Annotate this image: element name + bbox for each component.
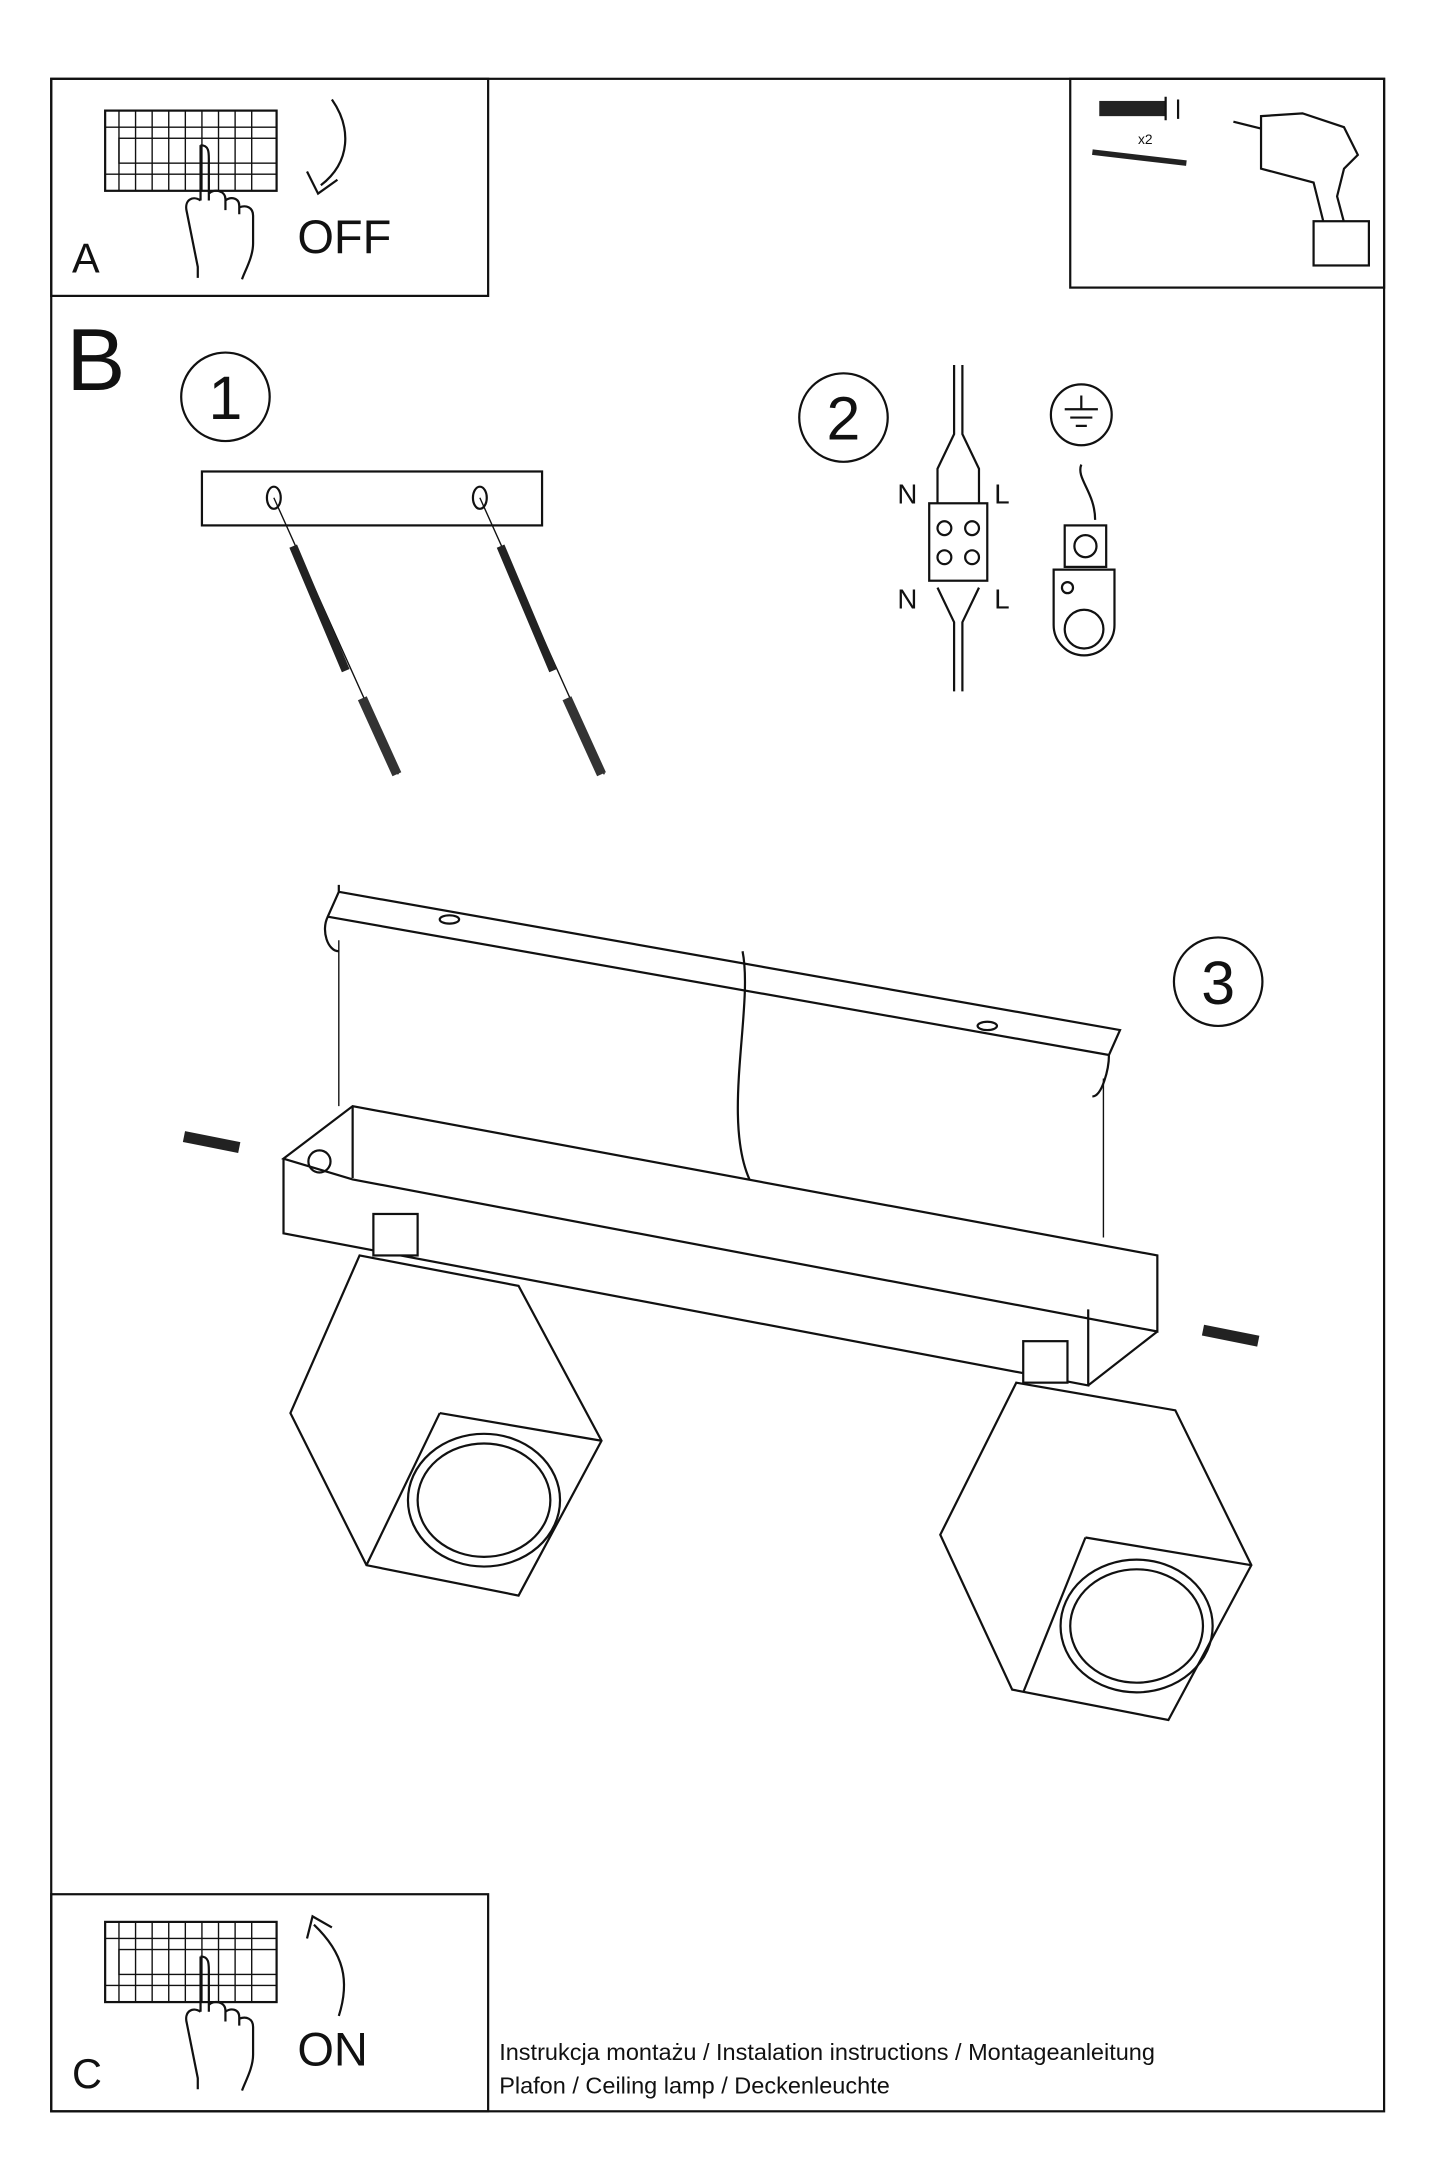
mounting-plate <box>200 470 544 527</box>
arrow-up-icon <box>305 1914 346 2017</box>
ground-terminal-icon <box>1052 524 1116 657</box>
side-screw-right <box>1201 1324 1260 1347</box>
quantity-label: x2 <box>1138 131 1153 147</box>
footer-title: Instrukcja montażu / Instalation instruc… <box>499 2039 1155 2065</box>
screw-icon <box>1092 149 1187 166</box>
panel-c-label: C <box>72 2050 102 2097</box>
step-2-number: 2 <box>827 385 861 453</box>
panel-c: C ON <box>50 1893 490 2113</box>
lamp-body <box>281 1104 1159 1387</box>
side-screw-left <box>182 1131 241 1154</box>
screw-and-plug-right <box>479 497 606 777</box>
screw-and-plug-left <box>273 497 402 777</box>
drill-icon <box>1233 112 1370 267</box>
neutral-label-top: N <box>897 478 917 509</box>
cable <box>736 951 751 1180</box>
spotlight-right <box>939 1381 1253 1722</box>
footer-subtitle: Plafon / Ceiling lamp / Deckenleuchte <box>499 2072 890 2098</box>
panel-a: A OFF <box>50 77 490 297</box>
spotlight-left <box>289 1254 603 1597</box>
step-3-number: 3 <box>1201 949 1235 1017</box>
off-label: OFF <box>297 210 391 263</box>
step-2-wiring: 2 N L N L <box>798 365 1116 692</box>
terminal-block <box>928 502 989 582</box>
panel-b-label: B <box>66 310 125 409</box>
live-label-bottom: L <box>994 583 1009 614</box>
ceiling-bracket <box>323 884 1122 1098</box>
arrow-down-icon <box>306 98 347 196</box>
panel-a-label: A <box>72 234 100 281</box>
neutral-label-bottom: N <box>897 583 917 614</box>
hand-icon <box>185 1955 255 2091</box>
outer-frame <box>50 77 1386 2113</box>
step-1-number: 1 <box>209 364 243 432</box>
tools-box: x2 <box>1069 77 1386 289</box>
live-label-top: L <box>994 478 1009 509</box>
step-3-assembly: 3 <box>182 884 1264 1722</box>
on-label: ON <box>297 2023 367 2076</box>
wall-plug-icon <box>1099 96 1180 121</box>
breaker-panel-icon <box>104 109 278 192</box>
step-1: 1 <box>180 351 606 777</box>
ground-icon <box>1049 383 1113 447</box>
breaker-panel-icon <box>104 1920 278 2004</box>
hand-icon <box>185 144 255 280</box>
